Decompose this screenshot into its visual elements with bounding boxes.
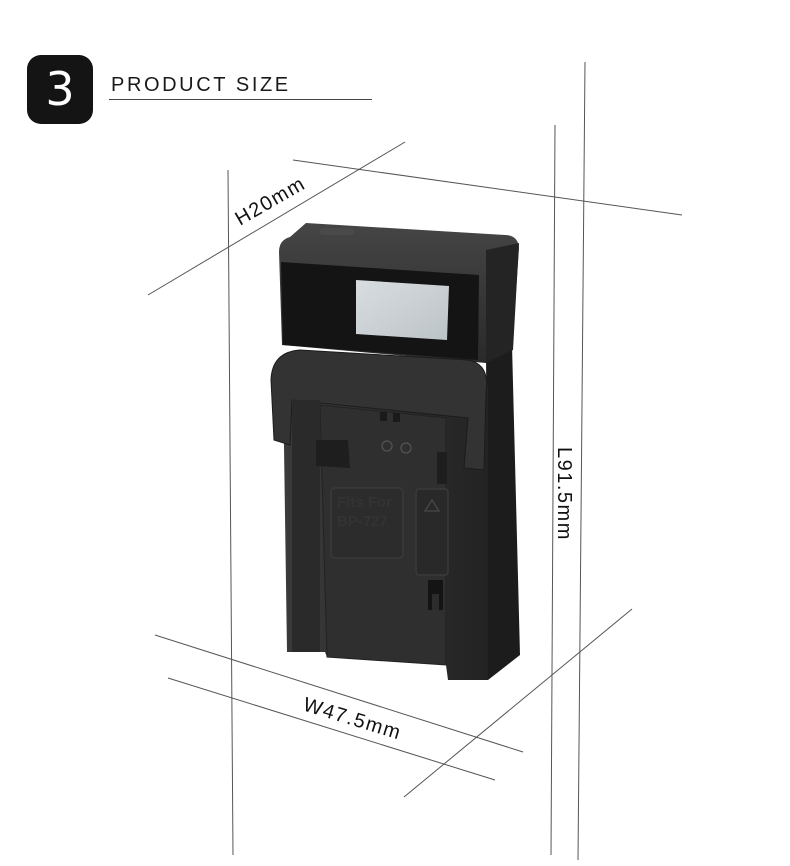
length-dimension-label: L91.5mm [553, 447, 575, 541]
contact-pin-1 [380, 412, 387, 421]
model-label-line2: BP-727 [337, 513, 388, 530]
status-led-slot [320, 228, 354, 235]
width-guide-line-lower [167, 677, 496, 781]
width-guide-line [154, 634, 524, 753]
right-vertical-guide-inner [550, 124, 556, 856]
right-latch [437, 452, 447, 484]
charger-side-shadow [486, 345, 520, 680]
insert-arrow-icon [423, 498, 441, 512]
step-number-badge: 3 [27, 55, 93, 124]
top-edge-guide-line [292, 159, 683, 216]
dimension-guides [147, 61, 683, 861]
section-title: PRODUCT SIZE [111, 74, 291, 96]
contact-pin-2 [393, 413, 400, 422]
height-guide-line [147, 141, 406, 296]
model-label-plate [330, 487, 404, 559]
battery-slot [415, 488, 449, 576]
release-button-inner [432, 594, 439, 610]
depth-guide-line [403, 608, 633, 798]
model-label-line1: Fits For [337, 494, 392, 511]
minus-polarity-icon [381, 440, 393, 452]
width-dimension-label: W47.5mm [301, 694, 405, 745]
charger-head-side [486, 243, 519, 363]
title-underline [109, 99, 372, 100]
battery-charger: Fits For BP-727 [270, 223, 520, 680]
left-vertical-guide [227, 169, 234, 856]
left-rail [292, 400, 320, 652]
battery-latch [316, 440, 350, 468]
battery-clamp [270, 349, 488, 471]
plus-polarity-icon [400, 442, 412, 454]
right-vertical-guide-outer [577, 61, 586, 861]
lcd-screen [356, 280, 449, 340]
